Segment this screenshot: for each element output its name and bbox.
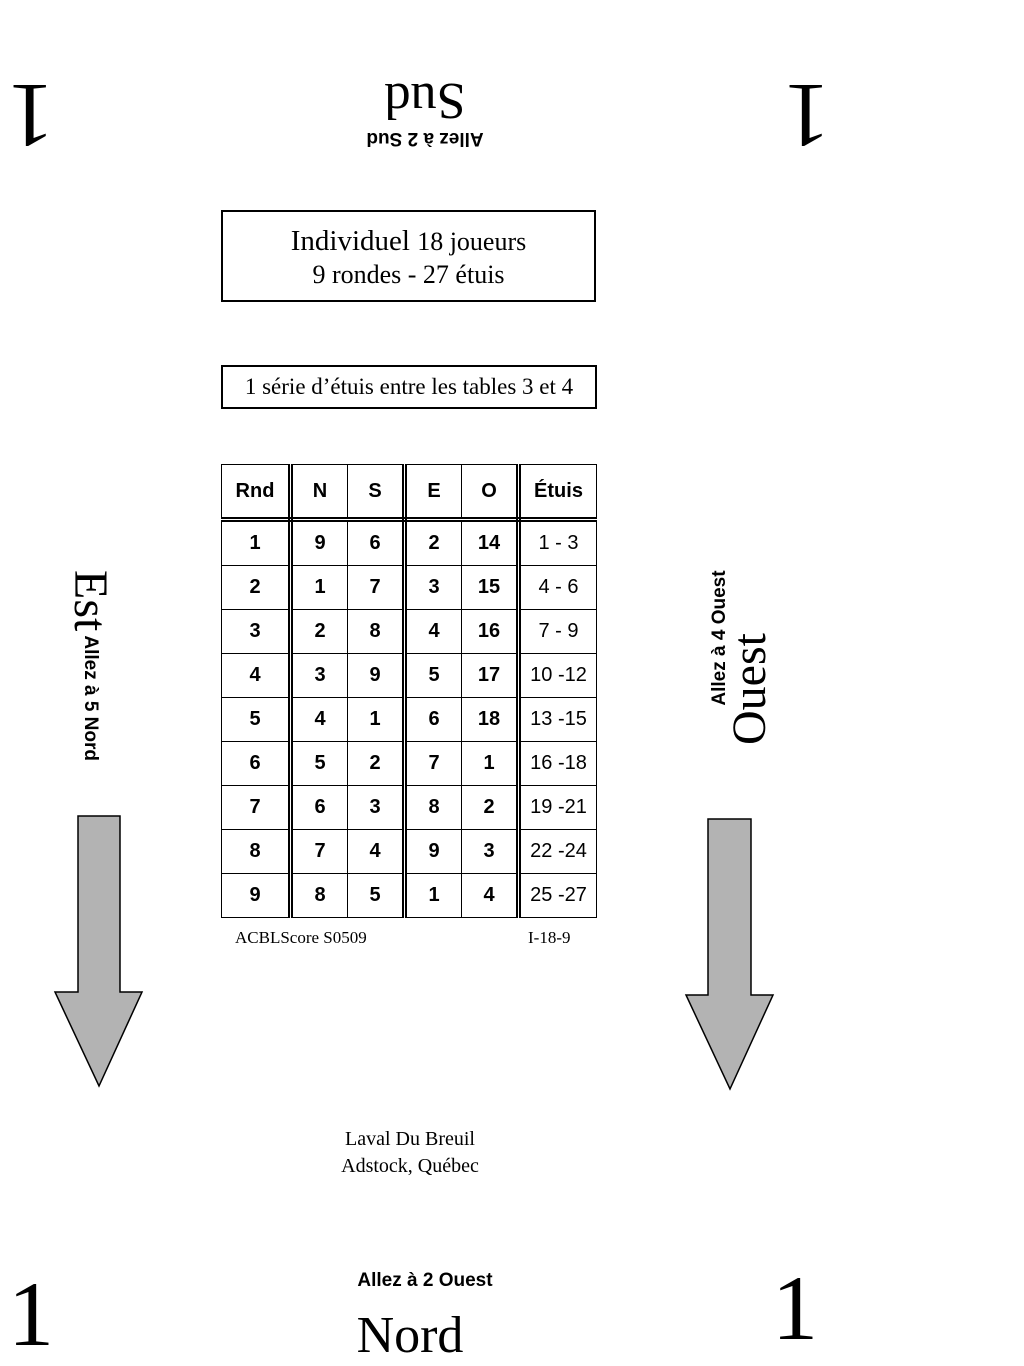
header-east: E — [404, 464, 462, 522]
cell-north: 9 — [290, 519, 348, 566]
cell-west: 4 — [461, 873, 521, 918]
club-location: Adstock, Québec — [341, 1155, 479, 1177]
corner-number-top-left: 1 — [8, 65, 54, 167]
cell-north: 4 — [290, 697, 348, 742]
player-count: 18 joueurs — [417, 227, 527, 256]
right-instruction: Allez à 4 Ouest — [709, 570, 730, 706]
cell-south: 9 — [347, 653, 407, 698]
cell-east: 8 — [404, 785, 462, 830]
cell-south: 1 — [347, 697, 407, 742]
cell-round: 1 — [221, 519, 293, 566]
bottom-instruction: Allez à 2 Ouest — [357, 1270, 493, 1291]
cell-east: 4 — [404, 609, 462, 654]
cell-boards: 22 -24 — [518, 829, 597, 874]
top-instruction: Allez à 2 Sud — [366, 128, 484, 149]
cell-round: 3 — [221, 609, 293, 654]
corner-number-bottom-right: 1 — [772, 1257, 818, 1359]
cell-west: 18 — [461, 697, 521, 742]
cell-north: 2 — [290, 609, 348, 654]
cell-west: 14 — [461, 519, 521, 566]
cell-boards: 1 - 3 — [518, 519, 597, 566]
cell-round: 2 — [221, 565, 293, 610]
movement-code: I-18-9 — [528, 928, 571, 947]
top-direction: Sud — [384, 72, 466, 129]
cell-boards: 10 -12 — [518, 653, 597, 698]
cell-round: 7 — [221, 785, 293, 830]
cell-west: 1 — [461, 741, 521, 786]
left-direction: Est — [64, 570, 117, 632]
rounds-boards: 9 rondes - 27 étuis — [312, 260, 505, 289]
cell-south: 2 — [347, 741, 407, 786]
left-instruction: Allez à 5 Nord — [80, 635, 101, 761]
header-round: Rnd — [221, 464, 293, 522]
event-name: Individuel — [290, 225, 410, 257]
cell-south: 5 — [347, 873, 407, 918]
cell-round: 6 — [221, 741, 293, 786]
cell-round: 9 — [221, 873, 293, 918]
cell-east: 6 — [404, 697, 462, 742]
cell-north: 1 — [290, 565, 348, 610]
cell-north: 5 — [290, 741, 348, 786]
cell-north: 3 — [290, 653, 348, 698]
cell-boards: 25 -27 — [518, 873, 597, 918]
cell-east: 7 — [404, 741, 462, 786]
right-direction: Ouest — [723, 633, 776, 745]
cell-south: 6 — [347, 519, 407, 566]
header-south: S — [347, 464, 407, 522]
cell-south: 7 — [347, 565, 407, 610]
cell-west: 17 — [461, 653, 521, 698]
cell-east: 3 — [404, 565, 462, 610]
cell-south: 3 — [347, 785, 407, 830]
header-north: N — [290, 464, 348, 522]
series-note: 1 série d’étuis entre les tables 3 et 4 — [221, 365, 597, 409]
cell-boards: 4 - 6 — [518, 565, 597, 610]
cell-east: 1 — [404, 873, 462, 918]
corner-number-bottom-left: 1 — [8, 1263, 54, 1365]
cell-boards: 13 -15 — [518, 697, 597, 742]
cell-north: 8 — [290, 873, 348, 918]
header-west: O — [461, 464, 521, 522]
cell-north: 7 — [290, 829, 348, 874]
cell-west: 16 — [461, 609, 521, 654]
bottom-direction: Nord — [356, 1307, 464, 1364]
down-arrow-right-icon — [684, 818, 775, 1091]
cell-west: 15 — [461, 565, 521, 610]
cell-west: 3 — [461, 829, 521, 874]
header-boards: Étuis — [518, 464, 597, 522]
software-version: ACBLScore S0509 — [235, 928, 367, 947]
title-box: Individuel 18 joueurs 9 rondes - 27 étui… — [221, 210, 596, 302]
cell-west: 2 — [461, 785, 521, 830]
cell-north: 6 — [290, 785, 348, 830]
cell-round: 5 — [221, 697, 293, 742]
cell-boards: 7 - 9 — [518, 609, 597, 654]
cell-south: 8 — [347, 609, 407, 654]
left-seat-label: Allez à 5 Nord Est — [60, 570, 120, 770]
cell-boards: 19 -21 — [518, 785, 597, 830]
cell-round: 4 — [221, 653, 293, 698]
cell-south: 4 — [347, 829, 407, 874]
cell-east: 2 — [404, 519, 462, 566]
top-seat-label: Allez à 2 Sud Sud — [300, 60, 550, 150]
cell-boards: 16 -18 — [518, 741, 597, 786]
cell-east: 9 — [404, 829, 462, 874]
corner-number-top-right: 1 — [784, 65, 830, 167]
down-arrow-left-icon — [53, 815, 144, 1088]
cell-round: 8 — [221, 829, 293, 874]
cell-east: 5 — [404, 653, 462, 698]
table-header-row: Rnd N S E O Étuis — [221, 464, 597, 522]
club-info: Laval Du Breuil Adstock, Québec — [300, 1126, 520, 1180]
club-name: Laval Du Breuil — [345, 1128, 475, 1150]
